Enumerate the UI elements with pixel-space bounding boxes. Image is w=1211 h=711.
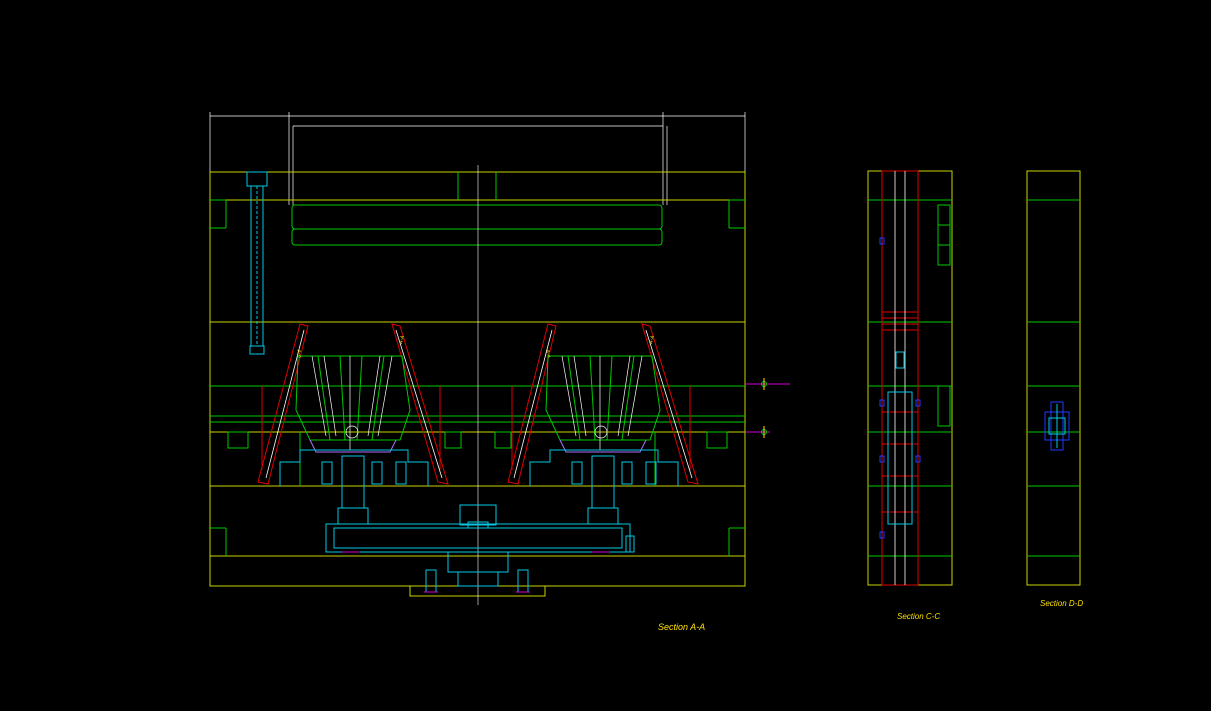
svg-text:A-A: A-A	[648, 334, 656, 345]
ejector-plate	[325, 504, 635, 593]
section-aa-label: Section A-A	[658, 622, 705, 632]
svg-text:A-A: A-A	[544, 348, 552, 359]
ejector-accents	[342, 551, 610, 593]
green-details	[210, 172, 745, 556]
leader-markers	[745, 378, 790, 438]
section-cc-view: Section C-C	[867, 170, 953, 621]
top-dimension-lines	[209, 112, 746, 205]
cavity-right: A-A A-A	[507, 323, 699, 525]
section-aa-view: A-A A-A	[209, 112, 790, 632]
svg-text:A-A: A-A	[295, 348, 303, 359]
return-pin-left	[246, 171, 268, 355]
svg-text:A-A: A-A	[398, 334, 406, 345]
section-dd-view: Section D-D	[1026, 170, 1083, 608]
section-cc-label: Section C-C	[897, 612, 940, 621]
cavity-left: A-A A-A	[257, 323, 449, 525]
section-dd-label: Section D-D	[1040, 599, 1083, 608]
